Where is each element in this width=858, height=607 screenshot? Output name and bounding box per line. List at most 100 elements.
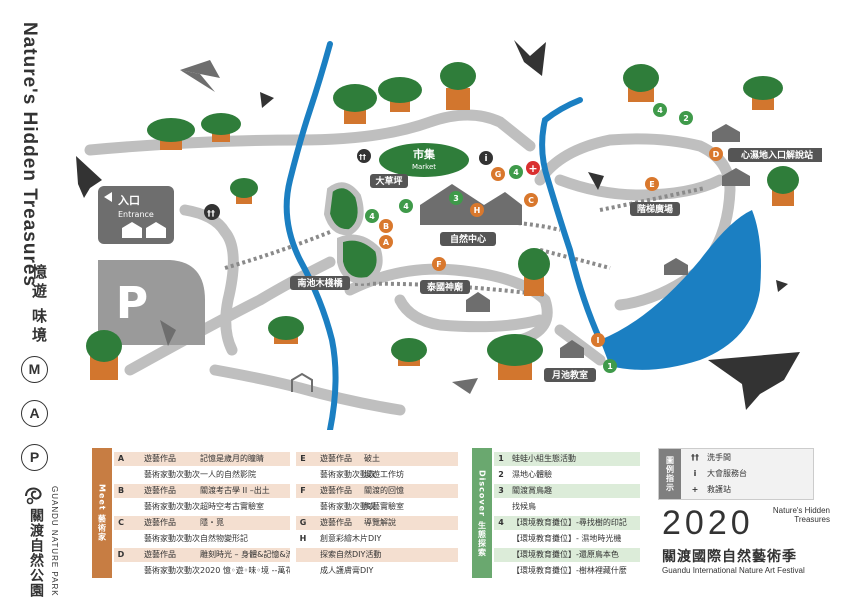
temple-building	[466, 292, 490, 312]
side-title-cn-2: 味境	[30, 308, 48, 346]
festival-en-sub: Guandu International Nature Art Festival	[662, 566, 805, 575]
parking-label: P	[116, 278, 148, 329]
discover-key: 2	[498, 470, 504, 479]
meet-type: 藝術家動次動次	[320, 470, 376, 479]
toilet-icon	[204, 149, 371, 220]
svg-text:自然中心: 自然中心	[450, 233, 486, 245]
meet-name: 破土	[364, 454, 380, 463]
info-icon: i	[693, 469, 697, 478]
label-big-lawn: 大草坪	[370, 174, 408, 188]
meet-name: 導覽解說	[364, 518, 396, 527]
toilet-icon: ††	[691, 453, 699, 462]
entrance-label-cn: 入口	[118, 194, 140, 207]
discover-row: 3 關渡賞鳥趣	[494, 484, 640, 498]
tree	[743, 76, 783, 110]
tree	[440, 62, 476, 110]
market-label-en: Market	[412, 163, 436, 171]
tree	[487, 334, 543, 380]
artwork-markers: A B C D E F G H I	[379, 147, 723, 347]
tree	[268, 316, 304, 344]
svg-text:††: ††	[207, 209, 215, 218]
svg-text:階梯廣場: 階梯廣場	[637, 203, 673, 215]
marker-d: D	[709, 147, 723, 161]
bird-icon	[452, 378, 478, 394]
svg-text:+: +	[528, 162, 537, 175]
svg-text:F: F	[436, 260, 441, 269]
meet-type: 遊藝作品	[320, 486, 352, 495]
meet-name: 超時空考古實驗室	[200, 502, 264, 511]
meet-key: G	[299, 518, 307, 527]
tree	[147, 118, 195, 150]
meet-row: 藝術家動次動次陶藝實驗室	[296, 500, 458, 514]
market-area	[379, 143, 469, 177]
meet-type: 遊藝作品	[144, 518, 176, 527]
park-logo-cn: 關渡自然公園	[28, 508, 44, 598]
meet-type: 藝術家動次動次	[144, 502, 200, 511]
meet-name: 成人護膚膏DIY	[320, 566, 374, 575]
marker-2: 2	[679, 111, 693, 125]
meet-row: 藝術家動次動次一人的自然影院	[114, 468, 290, 482]
svg-text:泰國神廟: 泰國神廟	[426, 281, 463, 293]
marker-f: F	[432, 257, 446, 271]
meet-row: 藝術家動次動次超時空考古實驗室	[114, 500, 290, 514]
marker-g: G	[491, 167, 505, 181]
discover-row: 4 【環境教育攤位】-尋找樹的印記	[494, 516, 640, 530]
info-marker	[479, 151, 493, 165]
meet-name: 陶藝實驗室	[364, 502, 404, 511]
meet-key: D	[117, 550, 125, 559]
svg-text:4: 4	[513, 168, 519, 177]
discover-text: 蛙蛙小組生態活動	[512, 454, 576, 463]
nature-center-building	[420, 184, 484, 225]
svg-text:月池教室: 月池教室	[551, 369, 588, 381]
letter-p-badge: P	[21, 444, 48, 471]
svg-text:大草坪: 大草坪	[375, 175, 402, 187]
marker-i: I	[591, 333, 605, 347]
meet-name: 關渡的回憶	[364, 486, 404, 495]
discover-text: 濕地心體驗	[512, 470, 552, 479]
bird-icon	[708, 352, 800, 410]
discover-key: 3	[498, 486, 504, 495]
svg-text:1: 1	[607, 362, 613, 371]
svg-text:i: i	[484, 154, 487, 164]
letter-m-badge: M	[21, 356, 48, 383]
svg-text:A: A	[383, 238, 390, 247]
discover-text: 找候鳥	[512, 502, 536, 511]
festival-en-title: Nature's Hidden Treasures	[772, 506, 830, 524]
legend-toilet: ††洗手間	[687, 450, 731, 466]
birds	[76, 40, 800, 410]
tree	[201, 113, 241, 142]
legend-first-aid: +救護站	[687, 482, 731, 498]
moon-pond-classroom	[560, 340, 584, 358]
svg-text:C: C	[528, 196, 534, 205]
meet-row: F 遊藝作品 關渡的回憶	[296, 484, 458, 498]
bird-icon	[588, 172, 604, 190]
discover-text: 關渡賞鳥趣	[512, 486, 552, 495]
discover-text: 【環境教育攤位】-尋找樹的印記	[512, 518, 627, 527]
svg-text:H: H	[474, 206, 481, 215]
discover-row: 找候鳥	[494, 500, 640, 514]
label-nature-center: 自然中心	[440, 232, 496, 246]
svg-text:D: D	[713, 150, 720, 159]
legend-side: 圖例指示	[659, 449, 681, 499]
meet-type: 藝術家動次動次	[320, 502, 376, 511]
festival-brand: 2020 Nature's Hidden Treasures 關渡國際自然藝術季…	[662, 504, 832, 578]
meet-row: 藝術家動次動次自然物變形記	[114, 532, 290, 546]
marker-3: 3	[449, 191, 463, 205]
bird-icon	[180, 70, 215, 92]
meet-type: 遊藝作品	[320, 454, 352, 463]
discover-key: 4	[498, 518, 504, 527]
meet-type: 藝術家動次動次	[144, 566, 200, 575]
svg-text:4: 4	[369, 212, 375, 221]
meet-key: F	[300, 486, 306, 495]
lake	[600, 210, 761, 370]
marker-4: 4	[399, 199, 413, 213]
discover-text: 【環境教育攤位】-還原鳥本色	[512, 550, 619, 559]
meet-name: 隱・覓	[200, 518, 224, 527]
label-thai-temple: 泰國神廟	[420, 280, 470, 294]
